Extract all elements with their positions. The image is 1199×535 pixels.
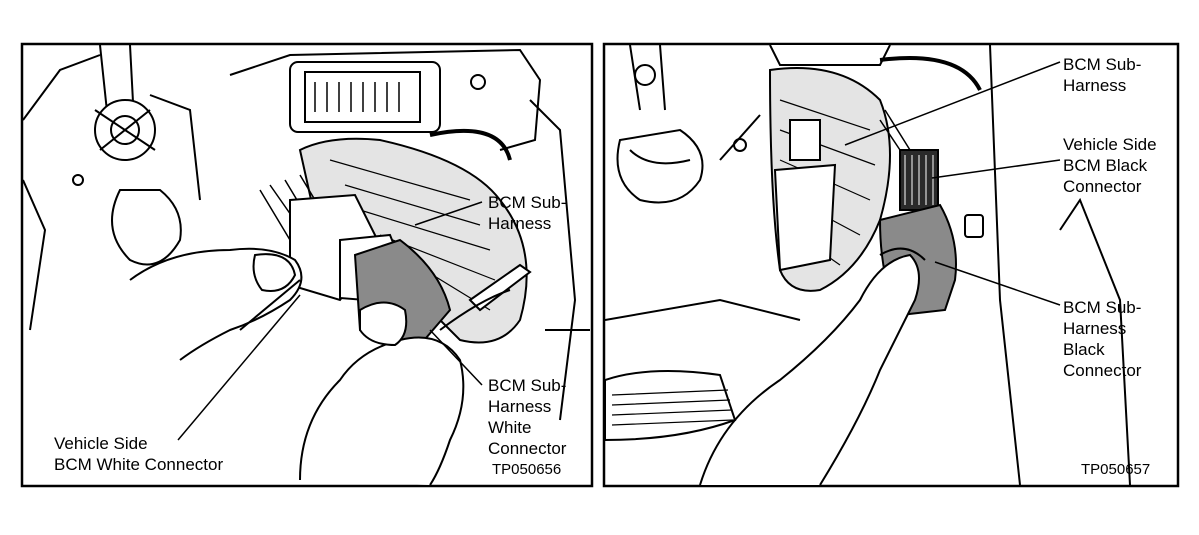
label-black-connector-2: Harness [1063,319,1126,338]
left-panel: BCM Sub- Harness BCM Sub- Harness White … [20,42,594,488]
label-sub-harness-right-1: BCM Sub- [1063,55,1141,74]
right-illustration [605,45,1131,485]
leader-white-connector [429,329,483,386]
label-sub-harness-left-1: BCM Sub- [488,193,566,212]
leader-sub-harness-left [414,201,483,226]
right-leader-lines [844,61,1061,306]
label-vehicle-white-2: BCM White Connector [54,455,223,474]
label-black-connector-1: BCM Sub- [1063,298,1141,317]
left-leader-lines [177,201,483,441]
leader-vehicle-black [931,159,1061,179]
right-panel: BCM Sub- Harness Vehicle Side BCM Black … [602,42,1180,488]
label-sub-harness-right-2: Harness [1063,76,1126,95]
leader-black-connector [934,261,1061,306]
label-black-connector-3: Black [1063,340,1105,359]
label-white-connector-1: BCM Sub- [488,376,566,395]
label-vehicle-black-3: Connector [1063,177,1142,196]
left-figure-code: TP050656 [492,461,561,478]
leader-vehicle-white [177,294,301,441]
left-illustration [23,45,590,485]
label-white-connector-2: Harness [488,397,551,416]
label-vehicle-black-2: BCM Black [1063,156,1148,175]
leader-sub-harness-right [844,61,1061,146]
label-vehicle-white-1: Vehicle Side [54,434,148,453]
right-figure-code: TP050657 [1081,461,1150,478]
label-white-connector-3: White [488,418,531,437]
label-sub-harness-left-2: Harness [488,214,551,233]
label-vehicle-black-1: Vehicle Side [1063,135,1157,154]
label-white-connector-4: Connector [488,439,567,458]
label-black-connector-4: Connector [1063,361,1142,380]
